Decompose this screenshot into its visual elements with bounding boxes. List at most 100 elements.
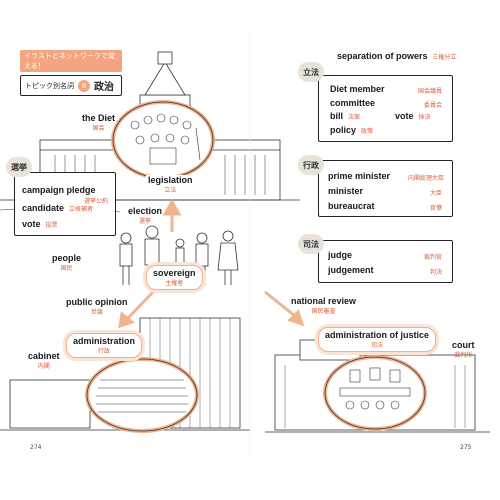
- legislative-badge: 立法: [298, 62, 324, 82]
- term-minister-jp: 大臣: [430, 188, 442, 197]
- term-judgement-jp: 判決: [430, 267, 442, 276]
- term-bureaucrat-jp: 官僚: [430, 203, 442, 212]
- label-legislation: legislation 立法: [146, 175, 195, 194]
- term-japanese: 委員会: [424, 102, 443, 109]
- judicial-box: [318, 240, 453, 283]
- term-japanese: 世論: [90, 309, 103, 316]
- cabinet-stairs-vignette: [85, 357, 199, 433]
- term-japanese: 大臣: [430, 190, 443, 197]
- term-policy: policy 政策: [330, 125, 373, 135]
- separation-of-powers-label: separation of powers 三権分立: [337, 51, 457, 61]
- label-election: election 選挙: [128, 206, 162, 225]
- term-japanese: 裁判所: [454, 352, 473, 359]
- label-national-review: national review 国民審査: [291, 296, 356, 315]
- term-japanese: 判決: [430, 269, 443, 276]
- term-japanese: 国民: [60, 265, 73, 272]
- term-committee: committee: [330, 98, 375, 108]
- term-english: candidate: [22, 203, 65, 213]
- term-english: vote: [395, 111, 414, 121]
- term-japanese: 選挙公約: [84, 198, 109, 205]
- term-japanese: 政策: [361, 128, 374, 135]
- term-english: separation of powers: [337, 51, 428, 61]
- term-japanese: 立候補者: [69, 206, 94, 213]
- term-english: legislation: [148, 175, 193, 185]
- term-japanese: 投票: [45, 222, 58, 229]
- term-english: bill: [330, 111, 343, 121]
- term-japanese: 法案: [348, 114, 361, 121]
- term-judge: judge: [328, 250, 352, 260]
- term-judgement: judgement: [328, 265, 374, 275]
- chapter-title: 政治: [94, 82, 114, 93]
- label-public-opinion: public opinion 世論: [66, 297, 128, 316]
- term-bill: bill 法案: [330, 111, 360, 121]
- term-vote-legislative: vote 採決: [395, 111, 431, 121]
- term-minister: minister: [328, 186, 363, 196]
- term-japanese: 内閣総理大臣: [408, 175, 445, 182]
- executive-badge: 行政: [298, 155, 324, 175]
- label-administration: administration 行政: [66, 333, 143, 358]
- term-campaign-pledge-jp: 選挙公約: [84, 196, 108, 205]
- chapter-number: 6: [78, 79, 90, 92]
- term-english: bureaucrat: [328, 201, 375, 211]
- term-japanese: 選挙: [139, 218, 152, 225]
- term-english: administration of justice: [325, 330, 430, 340]
- term-english: vote: [22, 219, 41, 229]
- term-japanese: 三権分立: [432, 54, 457, 61]
- term-japanese: 裁判官: [424, 254, 443, 261]
- diet-chamber-vignette: [111, 100, 215, 180]
- term-japanese: 主権者: [165, 280, 184, 287]
- term-english: sovereign: [153, 268, 196, 278]
- term-japanese: 官僚: [430, 205, 443, 212]
- term-campaign-pledge: campaign pledge: [22, 185, 96, 195]
- term-vote-election: vote 投票: [22, 219, 58, 229]
- term-english: policy: [330, 125, 357, 135]
- term-english: campaign pledge: [22, 185, 96, 195]
- page-number-right: 275: [460, 444, 472, 451]
- term-japanese: 国会議員: [418, 88, 443, 95]
- term-japanese: 採決: [418, 114, 431, 121]
- term-english: Diet member: [330, 84, 385, 94]
- term-english: court: [452, 340, 475, 350]
- chapter-prefix: トピック別名詞: [25, 81, 74, 90]
- term-english: judgement: [328, 265, 374, 275]
- term-committee-jp: 委員会: [424, 100, 442, 109]
- term-judge-jp: 裁判官: [424, 252, 442, 261]
- label-court: court 裁判所: [452, 340, 475, 359]
- term-japanese: 国民審査: [311, 308, 336, 315]
- term-japanese: 立法: [164, 187, 177, 194]
- header-tagline: イラストとネットワークで覚える！: [20, 50, 122, 72]
- judicial-badge: 司法: [298, 234, 324, 254]
- term-prime-minister-jp: 内閣総理大臣: [408, 173, 444, 182]
- executive-box: [318, 160, 453, 217]
- term-english: cabinet: [28, 351, 60, 361]
- term-diet-member: Diet member: [330, 84, 385, 94]
- label-cabinet: cabinet 内閣: [28, 351, 60, 370]
- term-english: administration: [73, 336, 136, 346]
- term-english: people: [52, 253, 82, 263]
- term-english: committee: [330, 98, 376, 108]
- term-bureaucrat: bureaucrat: [328, 201, 375, 211]
- label-sovereign: sovereign 主権者: [146, 265, 203, 290]
- term-english: the Diet: [82, 113, 116, 123]
- term-diet-member-jp: 国会議員: [418, 86, 442, 95]
- election-badge: 選挙: [6, 157, 32, 177]
- term-english: election: [128, 206, 163, 216]
- page-number-left: 274: [30, 444, 42, 451]
- term-japanese: 司法: [371, 342, 384, 349]
- flow-arrows: [118, 199, 305, 329]
- term-japanese: 行政: [98, 348, 111, 355]
- label-the-diet: the Diet 国会: [82, 113, 115, 132]
- chapter-title-box: トピック別名詞 6 政治: [20, 75, 122, 96]
- term-english: prime minister: [328, 171, 391, 181]
- label-people: people 国民: [52, 253, 81, 272]
- term-prime-minister: prime minister: [328, 171, 390, 181]
- election-box: [14, 172, 116, 236]
- term-english: national review: [291, 296, 357, 306]
- label-administration-of-justice: administration of justice 司法: [318, 327, 437, 352]
- legislative-box: [318, 75, 453, 142]
- term-english: public opinion: [66, 297, 128, 307]
- chapter-header: イラストとネットワークで覚える！ トピック別名詞 6 政治: [20, 50, 122, 96]
- term-english: minister: [328, 186, 364, 196]
- term-english: judge: [328, 250, 352, 260]
